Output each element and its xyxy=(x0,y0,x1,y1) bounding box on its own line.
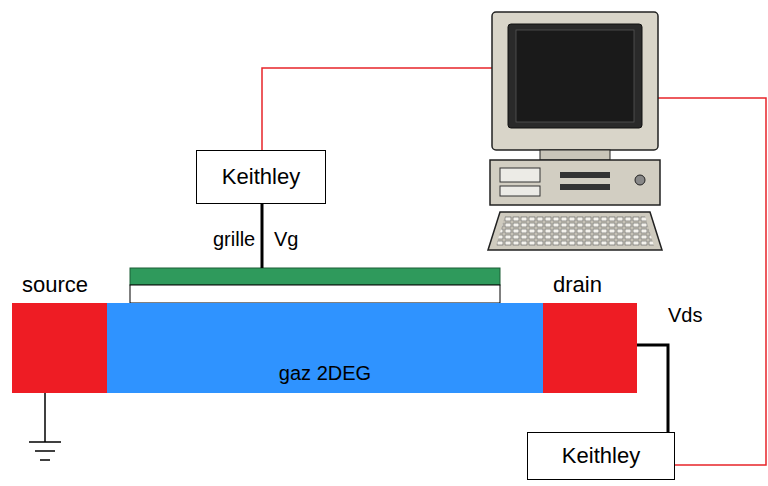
node-label: Keithley xyxy=(222,164,300,190)
voltage-label: Vds xyxy=(668,304,702,327)
instrument-box: Keithley xyxy=(527,432,675,480)
signal-wire xyxy=(637,345,668,432)
ground-symbol xyxy=(29,393,61,460)
node-label: gaz 2DEG xyxy=(279,362,371,393)
source-contact: source xyxy=(12,270,107,393)
data-cable xyxy=(658,98,766,465)
gate-label: grille xyxy=(213,228,255,251)
barrier-layer xyxy=(130,285,500,303)
node-label: source xyxy=(12,270,107,303)
node-label: drain xyxy=(543,270,637,303)
node-label: Keithley xyxy=(562,443,640,469)
contact-block xyxy=(12,303,107,393)
instrument-box: Keithley xyxy=(196,150,326,204)
voltage-label: Vg xyxy=(274,228,298,251)
channel-2deg: gaz 2DEG xyxy=(107,303,543,393)
gate-wire xyxy=(261,204,264,268)
data-cable xyxy=(262,68,492,150)
drain-contact: drain xyxy=(543,270,637,393)
computer-icon xyxy=(488,12,662,250)
gate-electrode xyxy=(130,268,500,285)
contact-block xyxy=(543,303,637,393)
